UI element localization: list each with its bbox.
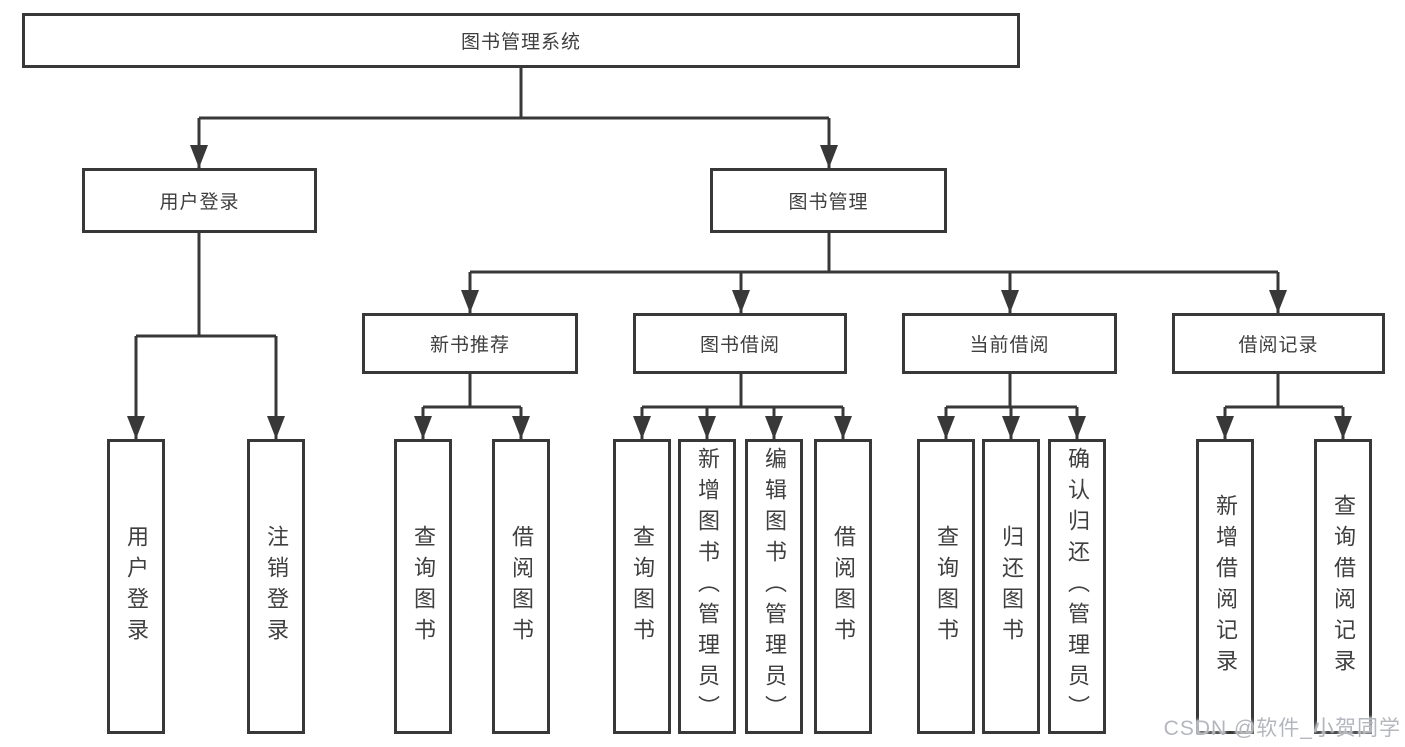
leaf-query-borrow-record: 查询借阅记录 [1314, 439, 1372, 734]
node-current-borrow: 当前借阅 [902, 313, 1117, 374]
connector-current-split [946, 374, 1077, 409]
leaf-query-books-current: 查询图书 [917, 439, 975, 734]
node-user-login: 用户登录 [82, 168, 317, 233]
leaf-add-borrow-record-label: 新增借阅记录 [1213, 493, 1238, 680]
leaf-query-books-borrow-label: 查询图书 [630, 524, 655, 649]
leaf-borrow-books-recommend-label: 借阅图书 [509, 524, 534, 649]
leaf-confirm-return-admin-label: 确认归还（管理员） [1065, 447, 1090, 726]
leaf-borrow-books-borrow: 借阅图书 [814, 439, 872, 734]
connector-book-mgmt-split [470, 233, 1278, 274]
leaf-query-books-recommend-label: 查询图书 [411, 524, 436, 649]
leaf-logout-login: 注销登录 [247, 439, 305, 734]
leaf-add-borrow-record: 新增借阅记录 [1196, 439, 1254, 734]
leaf-user-login-label: 用户登录 [124, 524, 149, 649]
node-root-label: 图书管理系统 [460, 32, 581, 53]
node-borrow-records: 借阅记录 [1172, 313, 1385, 374]
node-book-borrow-label: 图书借阅 [699, 335, 780, 356]
leaf-logout-login-label: 注销登录 [264, 524, 289, 649]
connector-user-login-split [136, 233, 276, 338]
node-book-management-label: 图书管理 [788, 192, 869, 213]
leaf-borrow-books-borrow-label: 借阅图书 [831, 524, 856, 649]
connector-borrow-split [642, 374, 843, 409]
node-book-management: 图书管理 [710, 168, 947, 233]
node-root: 图书管理系统 [22, 13, 1020, 68]
leaf-edit-books-admin: 编辑图书（管理员） [745, 439, 803, 734]
node-borrow-records-label: 借阅记录 [1238, 335, 1319, 356]
leaf-edit-books-admin-label: 编辑图书（管理员） [762, 447, 787, 726]
node-user-login-label: 用户登录 [159, 192, 240, 213]
leaf-borrow-books-recommend: 借阅图书 [492, 439, 550, 734]
node-book-borrow: 图书借阅 [633, 313, 847, 374]
leaf-query-borrow-record-label: 查询借阅记录 [1331, 493, 1356, 680]
node-new-book-recommend: 新书推荐 [362, 313, 578, 374]
leaf-confirm-return-admin: 确认归还（管理员） [1048, 439, 1106, 734]
csdn-watermark: CSDN @软件_小贺同学 [1163, 717, 1401, 740]
connector-root-to-level2 [199, 68, 829, 120]
leaf-add-books-admin: 新增图书（管理员） [678, 439, 736, 734]
leaf-query-books-recommend: 查询图书 [394, 439, 452, 734]
node-current-borrow-label: 当前借阅 [969, 335, 1050, 356]
leaf-return-books: 归还图书 [982, 439, 1040, 734]
leaf-query-books-borrow: 查询图书 [613, 439, 671, 734]
connector-recommend-split [423, 374, 521, 409]
leaf-return-books-label: 归还图书 [999, 524, 1024, 649]
leaf-query-books-current-label: 查询图书 [934, 524, 959, 649]
node-new-book-recommend-label: 新书推荐 [429, 335, 510, 356]
leaf-user-login: 用户登录 [107, 439, 165, 734]
connector-records-split [1225, 374, 1343, 409]
leaf-add-books-admin-label: 新增图书（管理员） [695, 447, 720, 726]
